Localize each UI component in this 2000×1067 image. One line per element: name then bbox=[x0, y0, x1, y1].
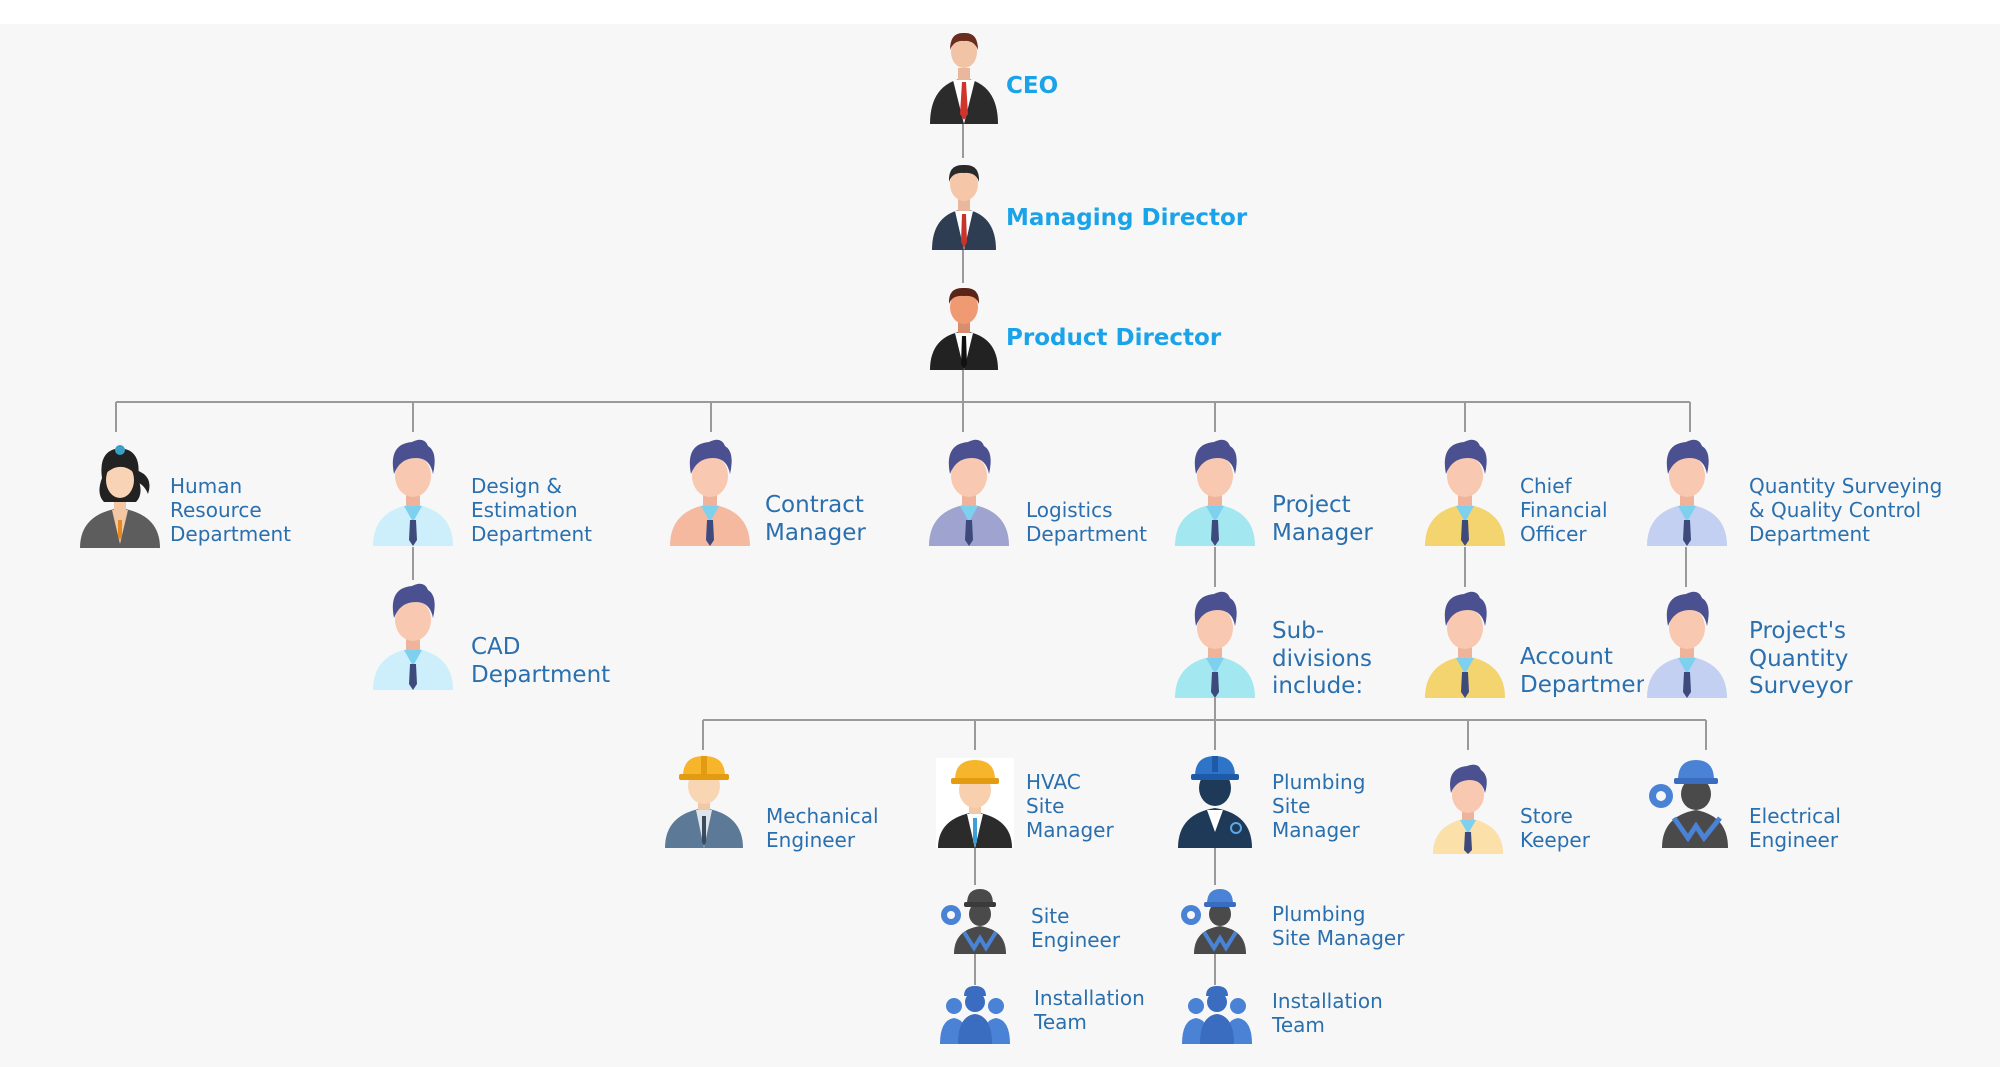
team-icon bbox=[1182, 986, 1252, 1044]
businessman-icon bbox=[930, 287, 998, 370]
node-logistics bbox=[928, 436, 1010, 546]
employee-icon bbox=[1425, 439, 1505, 546]
label-contract: Contract Manager bbox=[765, 492, 866, 546]
node-hr bbox=[78, 444, 162, 548]
label-cfo: Chief Financial Officer bbox=[1520, 474, 1608, 546]
label-electrical: Electrical Engineer bbox=[1749, 804, 1841, 852]
employee-icon bbox=[373, 583, 453, 690]
label-mech: Mechanical Engineer bbox=[766, 804, 879, 852]
node-subdivisions bbox=[1174, 588, 1256, 698]
node-project bbox=[1174, 436, 1256, 546]
node-account bbox=[1424, 588, 1506, 698]
businesswoman-icon bbox=[80, 445, 160, 548]
node-site-engineer bbox=[938, 886, 1008, 954]
engineer-hardhat-icon bbox=[1178, 756, 1252, 848]
employee-icon bbox=[1175, 439, 1255, 546]
node-electrical bbox=[1644, 754, 1728, 848]
node-cfo bbox=[1424, 436, 1506, 546]
node-install-1 bbox=[940, 984, 1010, 1044]
employee-icon bbox=[1647, 591, 1727, 698]
label-hr: Human Resource Department bbox=[170, 474, 292, 546]
businessman-icon bbox=[932, 164, 996, 250]
node-managing-director bbox=[930, 162, 998, 250]
label-install-1: Installation Team bbox=[1034, 986, 1145, 1034]
businessman-icon bbox=[930, 32, 998, 124]
label-project: Project Manager bbox=[1272, 492, 1373, 546]
employee-icon bbox=[1175, 591, 1255, 698]
employee-icon bbox=[373, 439, 453, 546]
team-icon bbox=[940, 986, 1010, 1044]
label-design: Design & Estimation Department bbox=[471, 474, 593, 546]
node-cad bbox=[372, 580, 454, 690]
node-plumbing-sub bbox=[1178, 886, 1248, 954]
node-mech bbox=[663, 752, 745, 848]
label-plumbing: Plumbing Site Manager bbox=[1272, 770, 1366, 842]
employee-icon bbox=[1433, 764, 1503, 854]
node-qs bbox=[1646, 436, 1728, 546]
worker-icon bbox=[1649, 760, 1728, 848]
label-subdivisions: Sub- divisions include: bbox=[1272, 618, 1372, 700]
node-product-director bbox=[928, 286, 1000, 370]
engineer-hardhat-icon bbox=[936, 758, 1014, 848]
employee-icon bbox=[929, 439, 1009, 546]
label-logistics: Logistics Department bbox=[1026, 498, 1148, 546]
label-install-2: Installation Team bbox=[1272, 989, 1383, 1037]
engineer-hardhat-icon bbox=[665, 756, 743, 848]
employee-icon bbox=[1647, 439, 1727, 546]
node-ceo bbox=[926, 28, 1002, 124]
label-store: Store Keeper bbox=[1520, 804, 1590, 852]
node-contract bbox=[669, 436, 751, 546]
label-hvac: HVAC Site Manager bbox=[1026, 770, 1114, 842]
node-hvac bbox=[936, 758, 1014, 848]
label-site-engineer: Site Engineer bbox=[1031, 904, 1121, 952]
label-product-director: Product Director bbox=[1006, 325, 1222, 351]
employee-icon bbox=[670, 439, 750, 546]
label-ceo: CEO bbox=[1006, 73, 1059, 99]
worker-icon bbox=[941, 889, 1006, 954]
employee-icon bbox=[1425, 591, 1505, 698]
node-store bbox=[1432, 762, 1504, 854]
worker-icon bbox=[1181, 889, 1246, 954]
node-plumbing bbox=[1176, 752, 1254, 848]
label-qs: Quantity Surveying & Quality Control Dep… bbox=[1749, 474, 1943, 546]
label-account: Account Department bbox=[1520, 644, 1644, 698]
label-managing-director: Managing Director bbox=[1006, 205, 1248, 231]
label-plumbing-sub: Plumbing Site Manager bbox=[1272, 902, 1405, 950]
label-pqs: Project's Quantity Surveyor bbox=[1749, 618, 1853, 700]
node-design bbox=[372, 436, 454, 546]
node-pqs bbox=[1646, 588, 1728, 698]
node-install-2 bbox=[1182, 984, 1252, 1044]
label-cad: CAD Department bbox=[471, 634, 611, 688]
